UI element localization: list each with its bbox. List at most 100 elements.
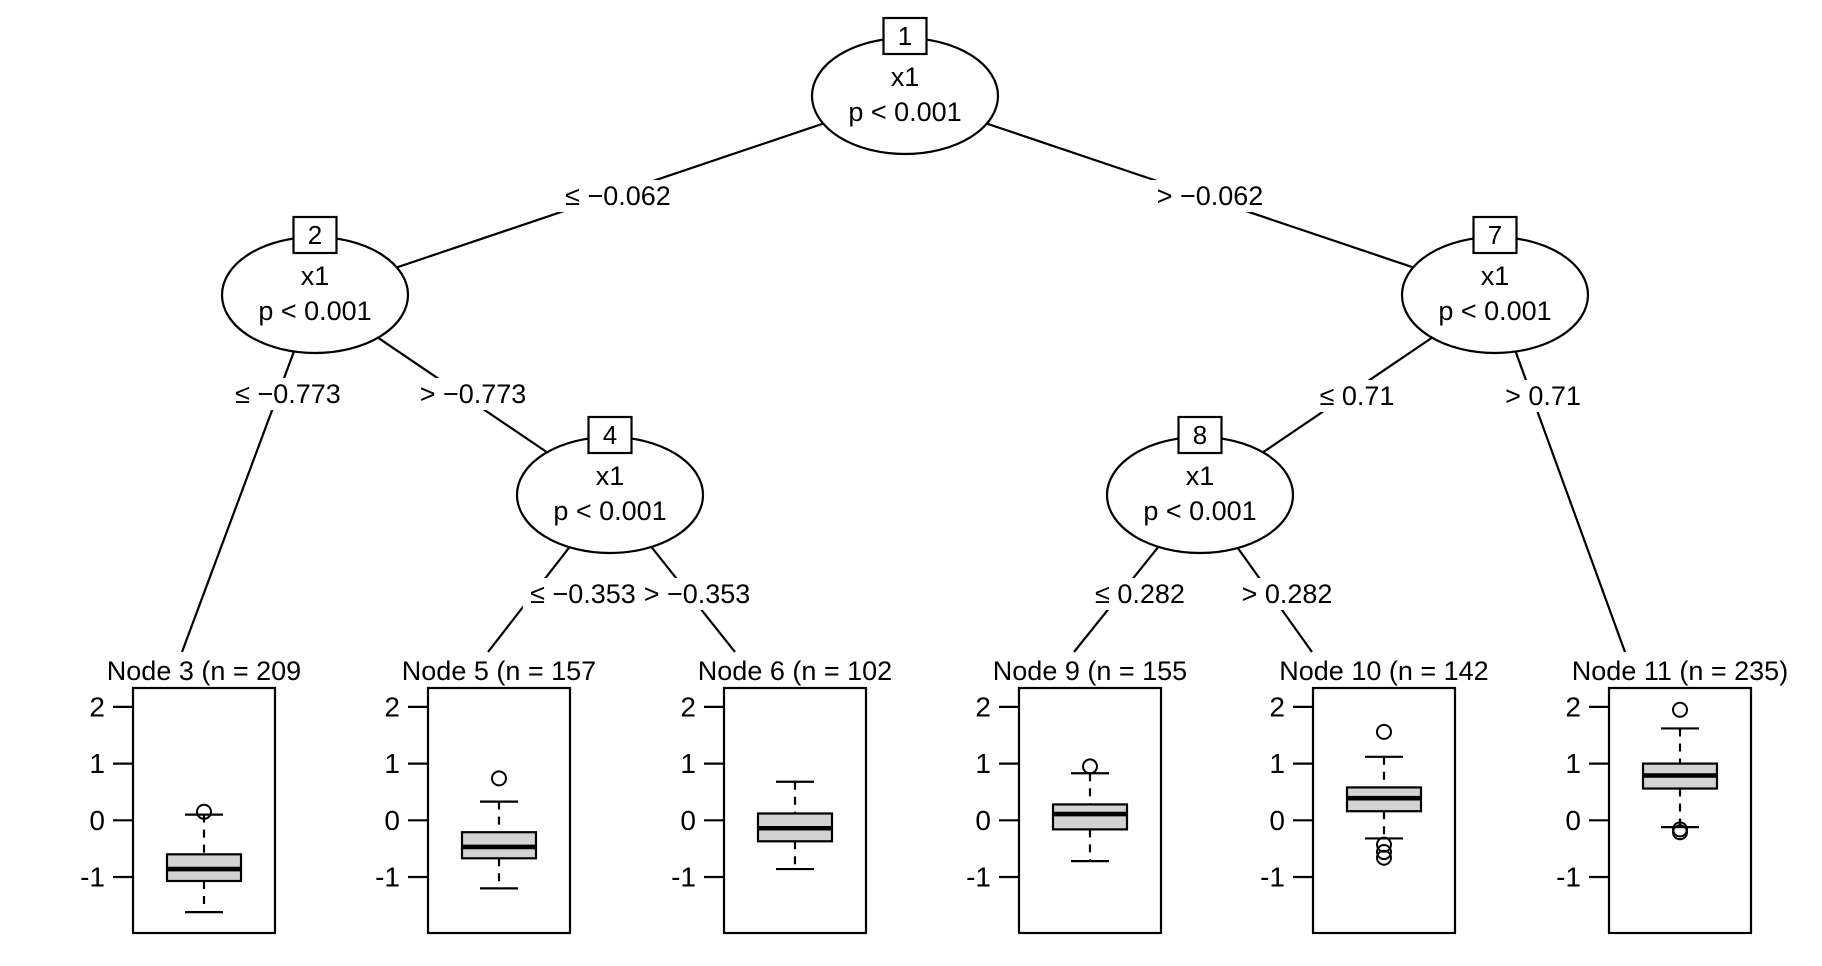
panel-title: Node 11 (n = 235)	[1572, 656, 1788, 686]
split-node-1: 1 x1 p < 0.001	[810, 16, 1000, 156]
node-id: 4	[603, 420, 617, 450]
axis-tick-label: -1	[671, 862, 696, 893]
boxplot-box	[1051, 803, 1129, 831]
axis-tick-label: 2	[680, 691, 696, 722]
edge-label-bg	[412, 378, 534, 410]
edge-label-bg	[1233, 578, 1341, 610]
node-id-box	[882, 16, 928, 56]
terminal-node-t11: Node 11 (n = 235)210-1	[1556, 656, 1788, 935]
edge-label-7-8: ≤ 0.71	[1310, 380, 1404, 412]
edge-label-bg	[636, 578, 758, 610]
axis-tick-label: 2	[89, 691, 105, 722]
edge-label-text: ≤ −0.353	[530, 579, 636, 609]
node-id: 7	[1488, 220, 1502, 250]
edge-label-1-7: > −0.062	[1149, 180, 1271, 212]
axis-tick-label: 0	[1565, 805, 1581, 836]
node-variable: x1	[1186, 461, 1215, 491]
edge-label-bg	[1149, 180, 1271, 212]
boxplot-outlier	[491, 770, 507, 787]
node-pvalue: p < 0.001	[553, 496, 666, 526]
split-node-8: 8 x1 p < 0.001	[1105, 415, 1295, 555]
edge-label-1-2: ≤ −0.062	[557, 180, 679, 212]
node-id: 2	[308, 220, 322, 250]
tree-edge-7-t11	[1493, 294, 1627, 653]
axis-tick-label: 0	[1269, 805, 1285, 836]
node-variable: x1	[301, 261, 330, 291]
axis-tick-label: 1	[1269, 748, 1285, 779]
panel-title: Node 6 (n = 102	[698, 656, 892, 686]
edge-label-text: > −0.062	[1157, 181, 1264, 211]
panel-frame	[426, 686, 572, 935]
node-id: 8	[1193, 420, 1207, 450]
edge-label-bg	[1310, 380, 1404, 412]
node-variable: x1	[891, 62, 920, 92]
boxplot-outlier	[1376, 844, 1392, 861]
axis-tick-label: -1	[1260, 862, 1285, 893]
axis-tick-label: 0	[975, 805, 991, 836]
node-pvalue: p < 0.001	[258, 296, 371, 326]
node-id-box	[1177, 415, 1223, 455]
boxplot-outlier	[1672, 824, 1688, 841]
tree-edge-2-t3	[180, 294, 317, 653]
edge-label-2-t3: ≤ −0.773	[227, 378, 349, 410]
node-variable: x1	[1481, 261, 1510, 291]
edge-label-bg	[522, 578, 644, 610]
split-node-4: 4 x1 p < 0.001	[515, 415, 705, 555]
edge-label-text: > −0.353	[644, 579, 751, 609]
axis-tick-label: -1	[80, 862, 105, 893]
axis-tick-label: 0	[384, 805, 400, 836]
edge-label-7-t11: > 0.71	[1496, 380, 1590, 412]
node-ellipse	[1105, 435, 1295, 555]
axis-tick-label: 2	[384, 691, 400, 722]
edge-label-text: > −0.773	[420, 379, 527, 409]
axis-tick-label: -1	[966, 862, 991, 893]
node-variable: x1	[596, 461, 625, 491]
node-pvalue: p < 0.001	[848, 97, 961, 127]
edge-label-8-t9: ≤ 0.282	[1086, 578, 1194, 610]
panel-frame	[1311, 686, 1457, 935]
split-node-7: 7 x1 p < 0.001	[1400, 215, 1590, 355]
panel-frame	[1607, 686, 1753, 935]
node-ellipse	[220, 235, 410, 355]
boxplot-outlier	[1376, 723, 1392, 740]
axis-tick-label: 1	[384, 748, 400, 779]
edge-label-text: ≤ 0.71	[1320, 381, 1395, 411]
edge-label-bg	[227, 378, 349, 410]
axis-tick-label: 2	[1565, 691, 1581, 722]
boxplot-outlier	[196, 803, 212, 820]
edge-label-8-t10: > 0.282	[1233, 578, 1341, 610]
node-ellipse	[810, 36, 1000, 156]
node-pvalue: p < 0.001	[1143, 496, 1256, 526]
axis-tick-label: -1	[1556, 862, 1581, 893]
panel-title: Node 10 (n = 142	[1279, 656, 1488, 686]
edge-label-text: ≤ −0.773	[235, 379, 341, 409]
panel-title: Node 9 (n = 155	[993, 656, 1187, 686]
edge-label-text: > 0.71	[1505, 381, 1581, 411]
axis-tick-label: 1	[975, 748, 991, 779]
panel-frame	[131, 686, 277, 935]
edge-label-4-t5: ≤ −0.353	[522, 578, 644, 610]
boxplot-outlier	[1672, 701, 1688, 718]
terminal-node-t10: Node 10 (n = 142 2 1 0 -1	[1260, 656, 1489, 935]
edge-label-text: ≤ −0.062	[565, 181, 671, 211]
edge-label-text: > 0.282	[1242, 579, 1333, 609]
node-id-box	[587, 415, 633, 455]
split-node-2: 2 x1 p < 0.001	[220, 215, 410, 355]
axis-tick-label: -1	[375, 862, 400, 893]
panel-frame	[1017, 686, 1163, 935]
node-pvalue: p < 0.001	[1438, 296, 1551, 326]
edge-label-bg	[1496, 380, 1590, 412]
axis-tick-label: 1	[89, 748, 105, 779]
node-id-box	[292, 215, 338, 255]
axis-tick-label: 2	[1269, 691, 1285, 722]
boxplot-outlier	[1082, 758, 1098, 775]
node-id: 1	[898, 21, 912, 51]
axis-tick-label: 2	[975, 691, 991, 722]
axis-tick-label: 0	[680, 805, 696, 836]
